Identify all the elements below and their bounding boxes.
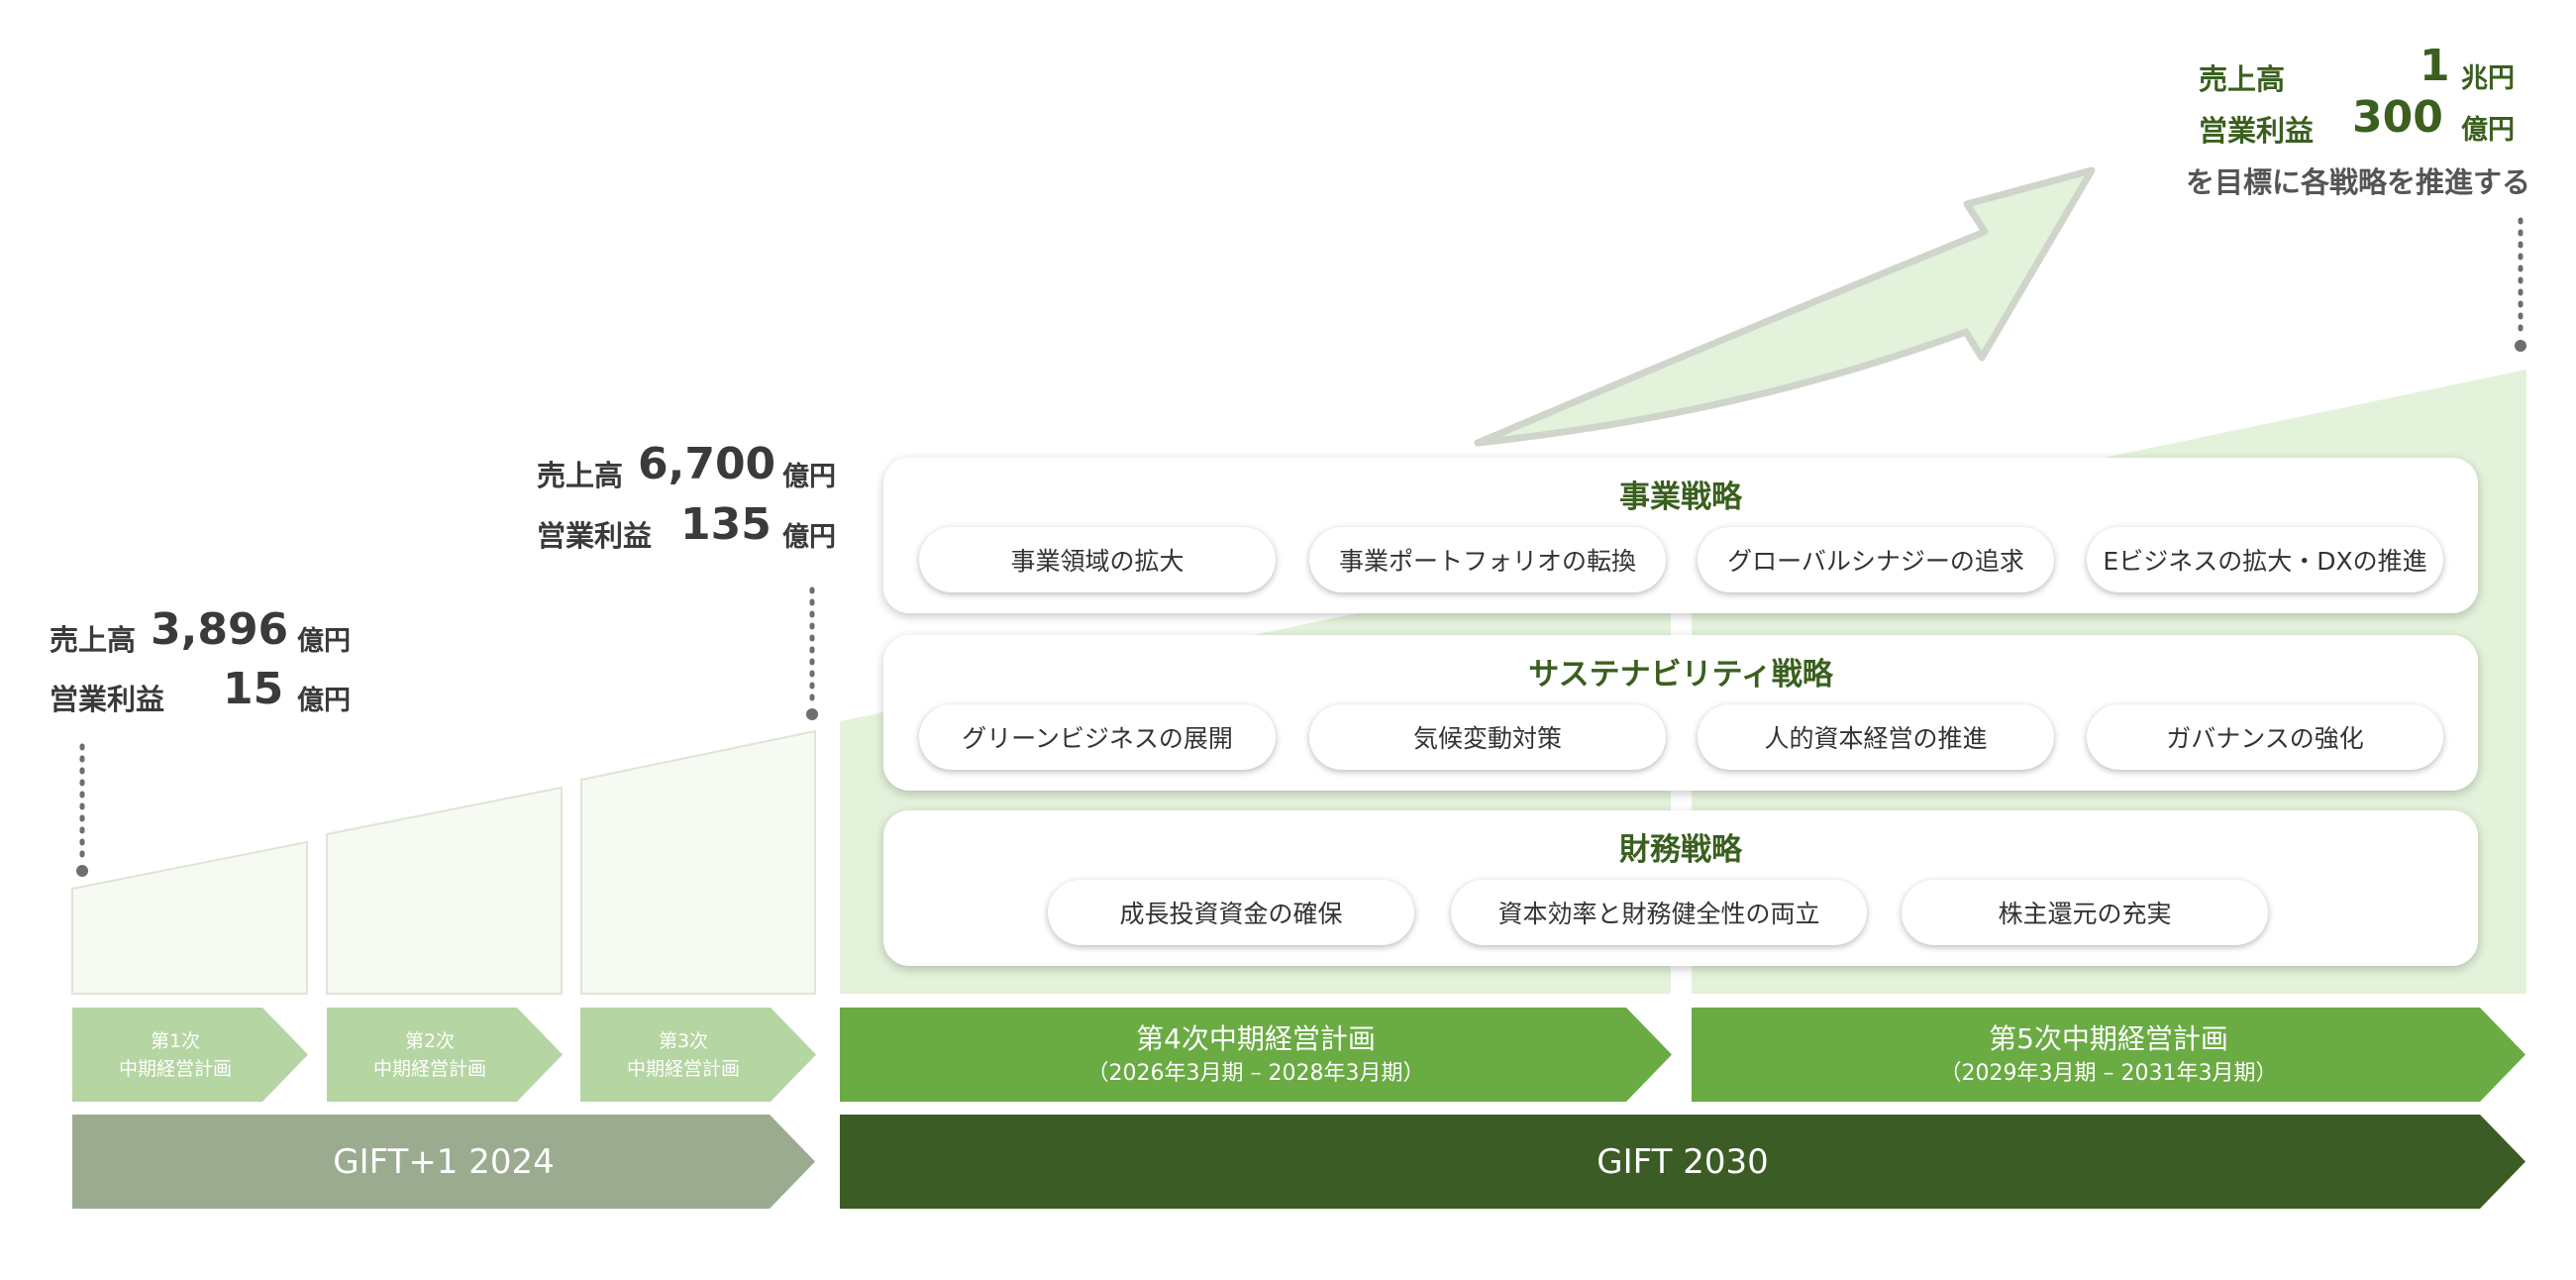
growth-arrow <box>1474 166 2096 447</box>
sales-unit: 億円 <box>297 626 351 657</box>
profit-unit: 億円 <box>2461 115 2515 146</box>
profit-value: 300 <box>2352 92 2443 143</box>
profit-label: 営業利益 <box>2199 114 2315 148</box>
plan-number: 第1次 <box>150 1029 201 1052</box>
sales-label: 売上高 <box>2199 62 2286 96</box>
plan-4-chevron: 第4次中期経営計画 （2026年3月期 – 2028年3月期） <box>840 1008 1672 1102</box>
profit-unit: 億円 <box>782 522 836 553</box>
plan-number: 第2次 <box>404 1029 456 1052</box>
profit-label: 営業利益 <box>537 519 653 553</box>
profit-value: 15 <box>223 664 284 714</box>
era-gift-plus1-2024: GIFT+1 2024 <box>72 1115 815 1209</box>
sales-unit: 兆円 <box>2461 63 2515 94</box>
growth-bar-plan1 <box>71 840 308 995</box>
plan-2-chevron: 第2次 中期経営計画 <box>327 1008 563 1102</box>
plan-5-chevron: 第5次中期経営計画 （2029年3月期 – 2031年3月期） <box>1692 1008 2525 1102</box>
era-gift-2030: GIFT 2030 <box>840 1115 2525 1209</box>
strategy-item: 事業領域の拡大 <box>919 527 1276 592</box>
profit-label: 営業利益 <box>50 683 165 716</box>
growth-bar-plan2 <box>326 786 563 995</box>
sales-label: 売上高 <box>537 459 624 492</box>
metrics-mid: 売上高 6,700 億円 営業利益 135 億円 <box>537 439 864 558</box>
sales-value: 1 <box>2420 41 2450 91</box>
strategy-panel-sustainability: サステナビリティ戦略 グリーンビジネスの展開 気候変動対策 人的資本経営の推進 … <box>883 635 2478 791</box>
strategy-panel-finance: 財務戦略 成長投資資金の確保 資本効率と財務健全性の両立 株主還元の充実 <box>883 810 2478 966</box>
strategy-item: Eビジネスの拡大・DXの推進 <box>2087 527 2443 592</box>
strategy-item: 資本効率と財務健全性の両立 <box>1451 880 1867 945</box>
metrics-goal: 売上高 1 兆円 営業利益 300 億円 を目標に各戦略を推進する <box>2159 35 2530 203</box>
panel-title: 財務戦略 <box>1619 832 1742 868</box>
profit-unit: 億円 <box>297 686 351 716</box>
strategy-item: 株主還元の充実 <box>1902 880 2268 945</box>
plan-number: 第3次 <box>658 1029 709 1052</box>
profit-value: 135 <box>680 499 772 550</box>
plan-name: 中期経営計画 <box>118 1057 232 1080</box>
plan-1-chevron: 第1次 中期経営計画 <box>72 1008 308 1102</box>
plan-period: （2026年3月期 – 2028年3月期） <box>1086 1060 1425 1086</box>
panel-title: 事業戦略 <box>1619 480 1742 515</box>
strategy-item: 事業ポートフォリオの転換 <box>1309 527 1666 592</box>
strategy-item: 気候変動対策 <box>1309 704 1666 770</box>
growth-bar-plan3 <box>580 729 816 995</box>
strategy-panel-business: 事業戦略 事業領域の拡大 事業ポートフォリオの転換 グローバルシナジーの追求 E… <box>883 458 2478 613</box>
strategy-item: グローバルシナジーの追求 <box>1698 527 2054 592</box>
strategy-item: グリーンビジネスの展開 <box>919 704 1276 770</box>
metrics-start: 売上高 3,896 億円 営業利益 15 億円 <box>50 599 376 718</box>
goal-statement: を目標に各戦略を推進する <box>2185 165 2530 199</box>
plan-name: 中期経営計画 <box>626 1057 740 1080</box>
sales-value: 6,700 <box>638 439 776 489</box>
panel-title: サステナビリティ戦略 <box>1528 657 1833 693</box>
plan-title: 第4次中期経営計画 <box>1136 1021 1376 1055</box>
plan-3-chevron: 第3次 中期経営計画 <box>580 1008 816 1102</box>
sales-label: 売上高 <box>50 623 137 657</box>
strategy-item: ガバナンスの強化 <box>2087 704 2443 770</box>
sales-unit: 億円 <box>782 462 836 492</box>
plan-name: 中期経営計画 <box>372 1057 486 1080</box>
strategy-item: 成長投資資金の確保 <box>1048 880 1414 945</box>
plan-period: （2029年3月期 – 2031年3月期） <box>1939 1060 2278 1086</box>
sales-value: 3,896 <box>151 604 289 655</box>
plan-title: 第5次中期経営計画 <box>1989 1021 2228 1055</box>
strategy-item: 人的資本経営の推進 <box>1698 704 2054 770</box>
